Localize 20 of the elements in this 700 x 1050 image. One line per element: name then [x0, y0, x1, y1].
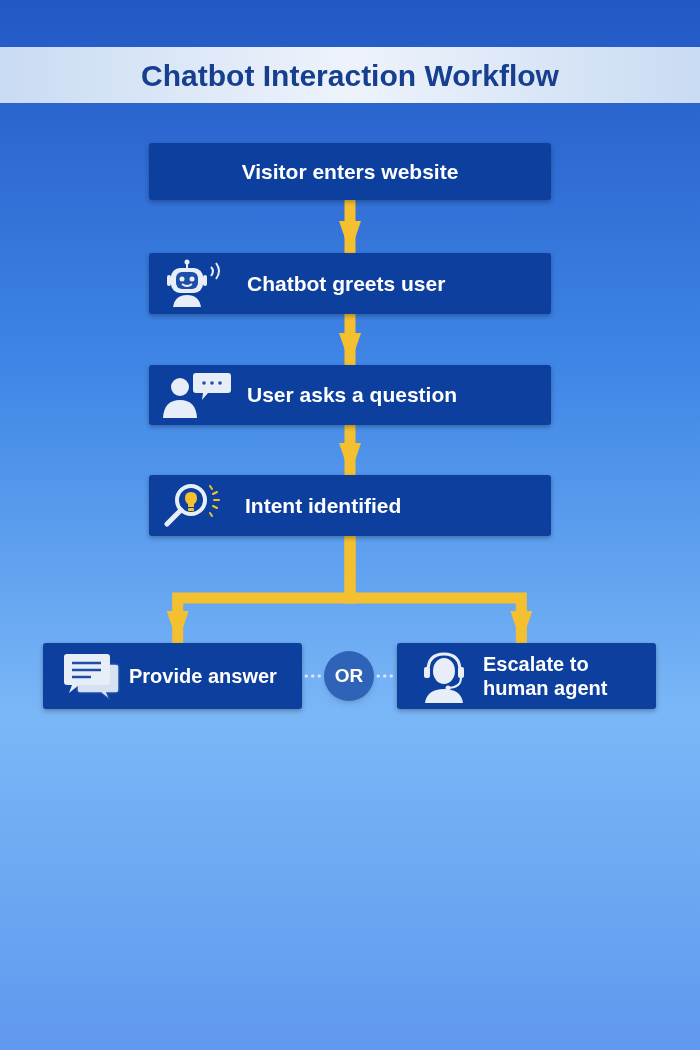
step-label: Escalate to human agent — [483, 652, 609, 700]
arrow — [339, 425, 361, 475]
step-box — [149, 143, 551, 200]
or-label: OR — [334, 664, 364, 688]
step-box — [43, 643, 302, 709]
step-box — [149, 475, 551, 536]
title: Chatbot Interaction Workflow — [141, 57, 559, 94]
step-label: Visitor enters website — [241, 158, 459, 185]
dotted-connector — [376, 674, 395, 678]
step-label: User asks a question — [247, 382, 458, 408]
arrow — [344, 536, 533, 643]
dotted-connector — [304, 674, 322, 678]
step-label: Provide answer — [129, 664, 277, 688]
step-label: Intent identified — [245, 492, 402, 519]
step-label: Chatbot greets user — [247, 270, 446, 297]
arrow — [339, 200, 361, 253]
step-box — [149, 365, 551, 425]
arrow — [339, 314, 361, 365]
step-box — [397, 643, 656, 709]
step-box — [149, 253, 551, 314]
